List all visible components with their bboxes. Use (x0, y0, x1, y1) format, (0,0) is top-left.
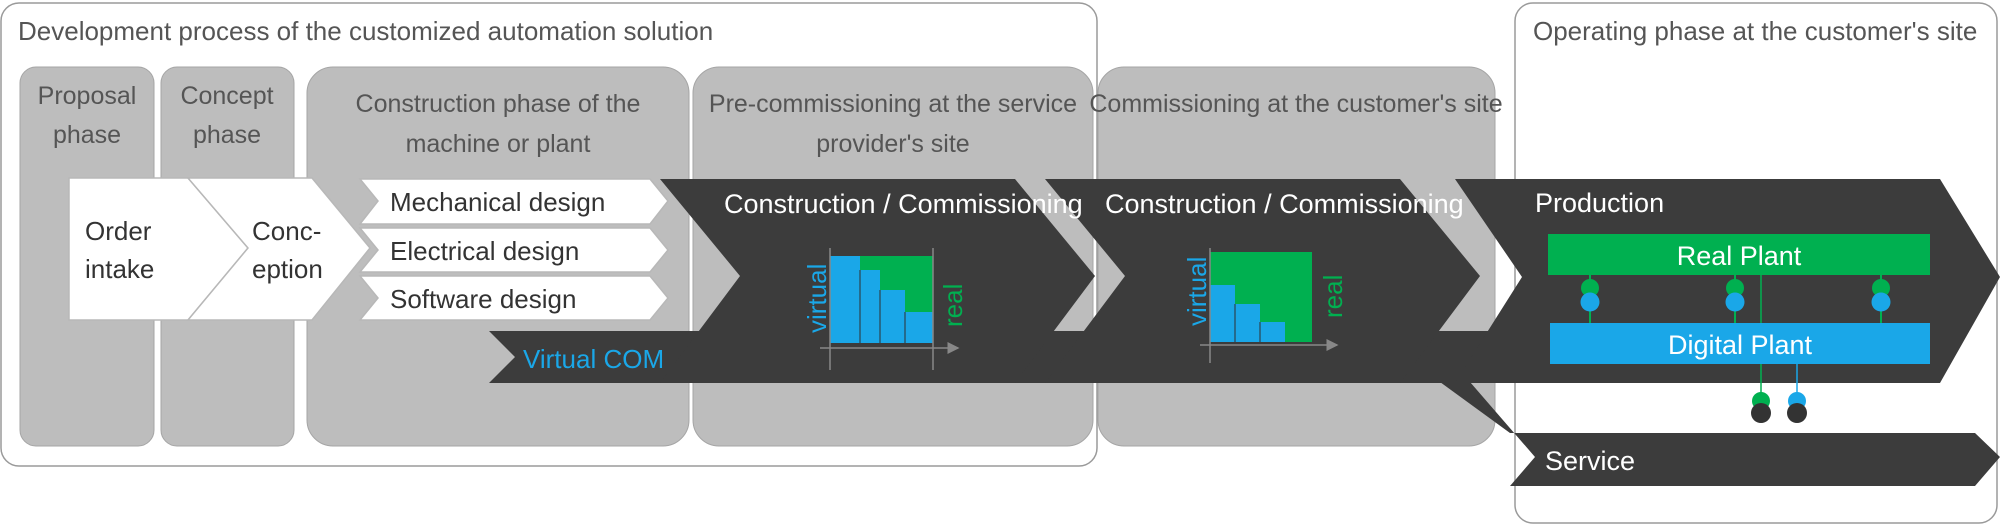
concept-phase-title-line2: phase (193, 121, 261, 149)
precommissioning-phase-title-line1: Pre-commissioning at the service (709, 90, 1077, 118)
service-link-dark-dot-2 (1787, 403, 1807, 423)
operating-title: Operating phase at the customer's site (1533, 16, 1977, 46)
conception-chevron (186, 177, 371, 321)
precommissioning-phase-title-line2: provider's site (816, 130, 969, 158)
proposal-phase-title-line1: Proposal (38, 82, 137, 110)
chart1-virtual-label: virtual (802, 264, 832, 333)
plant-link-connector-3 (1871, 275, 1891, 323)
production-label: Production (1535, 188, 1664, 218)
virtual-com-label: Virtual COM (523, 344, 664, 374)
construction-phase-title-line2: machine or plant (406, 130, 591, 158)
concept-phase-title-line1: Concept (180, 82, 273, 110)
plant-link-connector-2 (1725, 275, 1745, 323)
digital-plant-label: Digital Plant (1668, 330, 1813, 360)
development-title: Development process of the customized au… (18, 16, 713, 46)
order-intake-label-line2: intake (85, 254, 154, 284)
proposal-phase-title-line2: phase (53, 121, 121, 149)
virtual-real-chart-1 (820, 248, 960, 370)
plant-link-connector-1 (1580, 275, 1600, 323)
connector-1-green-dot (1581, 279, 1599, 297)
electrical-design-chevron (358, 227, 669, 273)
service-arrow (1440, 382, 2000, 486)
commissioning-phase-title: Commissioning at the customer's site (1089, 90, 1502, 118)
real-plant-label: Real Plant (1677, 241, 1802, 271)
construction-commissioning-label-1: Construction / Commissioning (724, 189, 1083, 219)
connector-3-green-dot (1872, 279, 1890, 297)
software-design-chevron (358, 275, 669, 321)
chart2-virtual-label: virtual (1182, 257, 1212, 326)
conception-label-line2: eption (252, 254, 323, 284)
construction-phase-title-line1: Construction phase of the (356, 90, 641, 118)
service-label: Service (1545, 446, 1635, 476)
electrical-design-label: Electrical design (390, 236, 579, 266)
order-intake-label-line1: Order (85, 216, 152, 246)
chart1-virtual-area (830, 256, 933, 343)
software-design-label: Software design (390, 284, 576, 314)
connector-1-blue-dot (1580, 292, 1600, 312)
chart2-virtual-area (1210, 285, 1285, 342)
mechanical-design-chevron (358, 178, 669, 225)
virtual-real-chart-2 (1200, 248, 1339, 363)
digital-plant-bar (1550, 323, 1930, 364)
service-link-dark-dot-1 (1751, 403, 1771, 423)
chart1-real-label: real (938, 284, 968, 327)
connector-3-blue-dot (1871, 292, 1891, 312)
real-plant-bar (1548, 234, 1930, 275)
connector-2-blue-dot (1725, 292, 1745, 312)
mechanical-design-label: Mechanical design (390, 187, 605, 217)
connector-2-green-dot (1726, 279, 1744, 297)
construction-commissioning-label-2: Construction / Commissioning (1105, 189, 1464, 219)
conception-label-line1: Conc- (252, 216, 321, 246)
chart2-real-label: real (1318, 275, 1348, 318)
